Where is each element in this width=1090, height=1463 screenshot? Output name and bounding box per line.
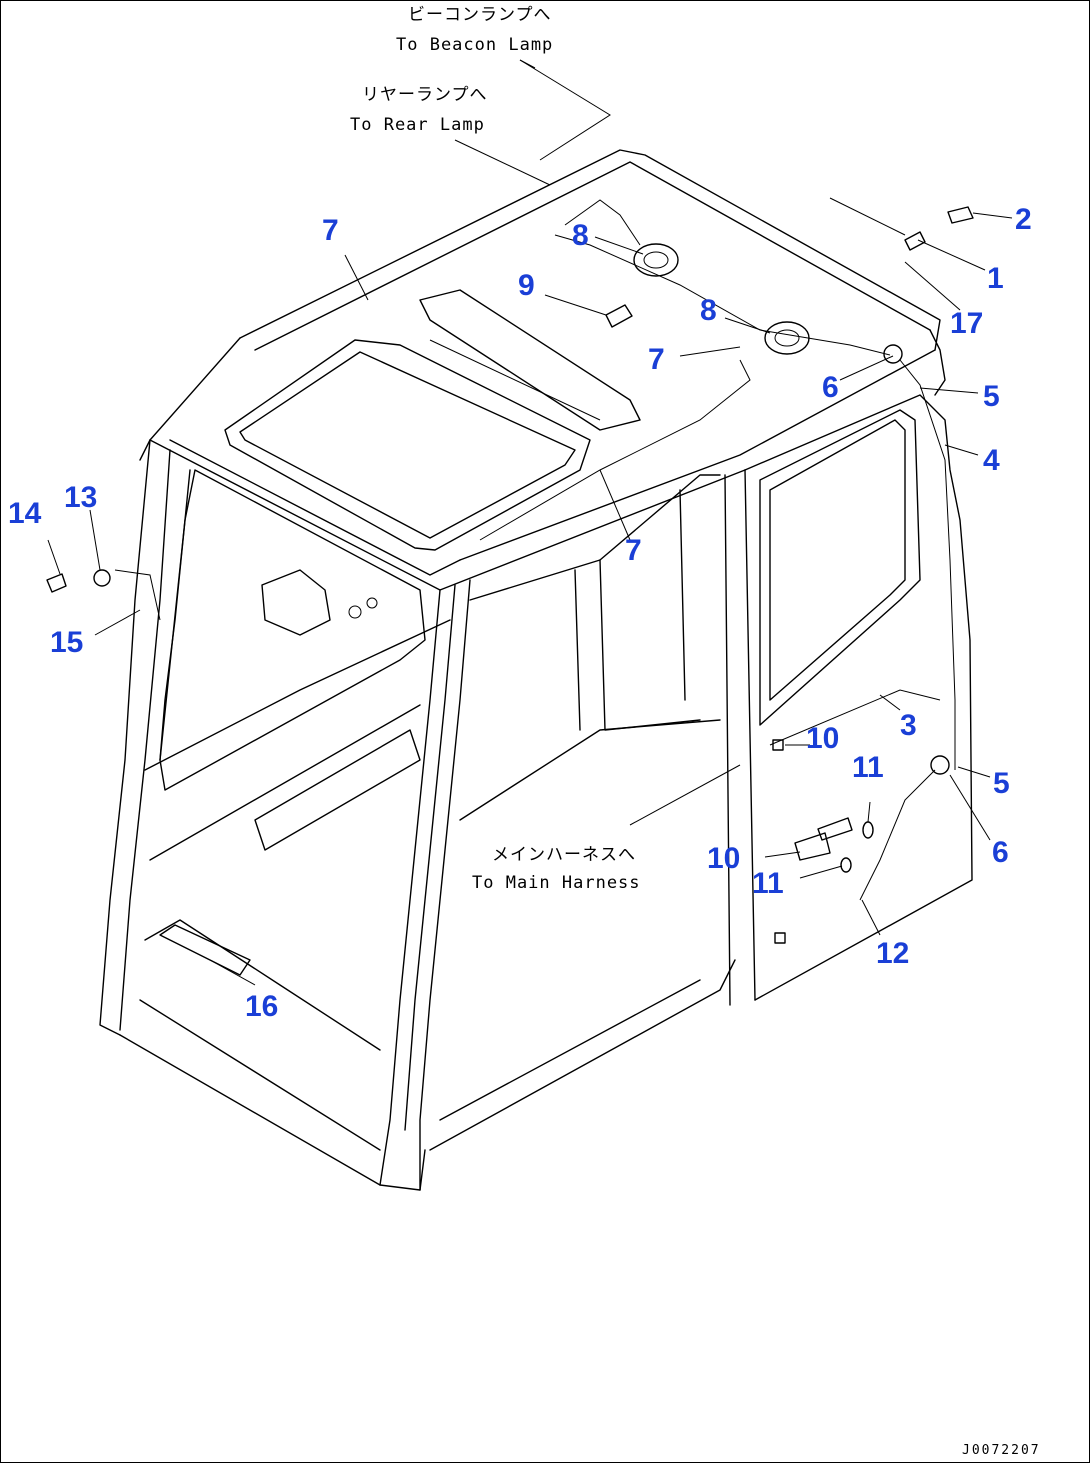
callout-6: 6 bbox=[992, 836, 1009, 869]
drawing-code: J0072207 bbox=[962, 1443, 1041, 1458]
callout-7: 7 bbox=[322, 214, 339, 247]
beacon-lamp-note-jp: ビーコンランプへ bbox=[408, 5, 552, 25]
rear-wall bbox=[429, 474, 736, 1151]
leader-lines bbox=[47, 197, 1013, 986]
callout-3: 3 bbox=[900, 709, 917, 742]
cab-floor bbox=[139, 619, 451, 1151]
rear-lamp-note-jp: リヤーランプへ bbox=[362, 85, 488, 105]
main-harness-note-jp: メインハーネスへ bbox=[492, 845, 636, 865]
callout-6: 6 bbox=[822, 371, 839, 404]
callout-5: 5 bbox=[993, 767, 1010, 800]
callout-7: 7 bbox=[648, 343, 665, 376]
callout-16: 16 bbox=[245, 990, 278, 1023]
cab-roof bbox=[139, 149, 941, 591]
callout-11: 11 bbox=[752, 867, 784, 900]
callout-14: 14 bbox=[8, 497, 42, 530]
rear-lamp-note-en: To Rear Lamp bbox=[350, 115, 485, 135]
callout-8: 8 bbox=[700, 294, 717, 327]
speakers bbox=[633, 243, 810, 355]
side-door-frame bbox=[724, 329, 973, 1006]
callout-8: 8 bbox=[572, 219, 589, 252]
callout-2: 2 bbox=[1015, 203, 1032, 236]
callout-12: 12 bbox=[876, 937, 909, 970]
callout-5: 5 bbox=[983, 380, 1000, 413]
callout-10: 10 bbox=[707, 842, 740, 875]
callout-1: 1 bbox=[987, 262, 1004, 295]
callout-15: 15 bbox=[50, 626, 83, 659]
wiring-harness bbox=[114, 199, 956, 901]
callout-13: 13 bbox=[64, 481, 97, 514]
work-lamp bbox=[261, 569, 378, 636]
callout-4: 4 bbox=[983, 444, 1000, 477]
main-harness-note-en: To Main Harness bbox=[472, 873, 641, 893]
callout-17: 17 bbox=[950, 307, 983, 340]
small-parts bbox=[46, 206, 974, 976]
front-right-pillar bbox=[379, 579, 471, 1191]
callout-10: 10 bbox=[806, 722, 839, 755]
roof-window bbox=[224, 289, 641, 551]
front-window bbox=[159, 469, 426, 791]
beacon-lamp-note-en: To Beacon Lamp bbox=[396, 35, 553, 55]
callout-7: 7 bbox=[625, 534, 642, 567]
callout-11: 11 bbox=[852, 751, 884, 784]
note-arrows bbox=[454, 59, 741, 826]
callout-9: 9 bbox=[518, 269, 535, 302]
